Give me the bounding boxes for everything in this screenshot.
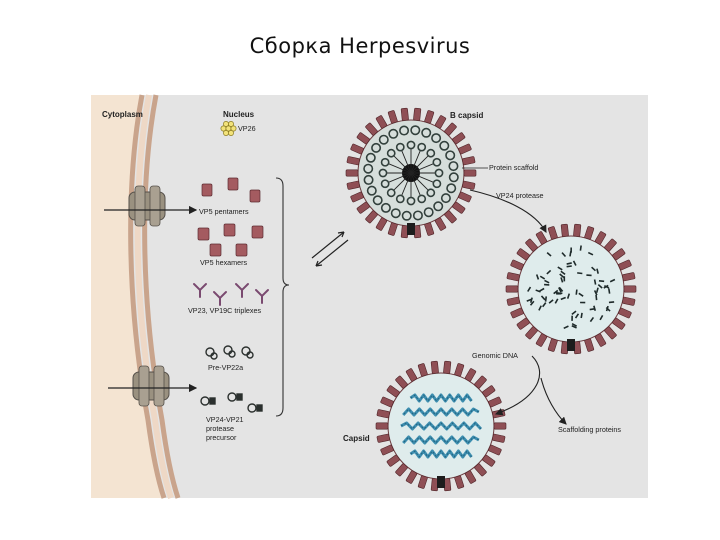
triplexes-label: VP23, VP19C triplexes [188,306,262,315]
capsomer [494,423,506,429]
vp26-icon [221,121,236,135]
capsid-label: Capsid [343,434,370,443]
capsomer [431,361,439,374]
vp5-hexamers-label: VP5 hexamers [200,258,248,267]
portal-vertex [407,223,415,235]
vp26-label: VP26 [238,124,256,133]
capsomer [506,286,518,292]
pre-vp22a-label: Pre-VP22a [208,363,243,372]
capsomer [561,224,569,237]
precursor-label-line1: VP24-VP21 [206,415,244,424]
capsomer [443,361,451,374]
portal-vertex [567,339,575,351]
precursor-label-line2: protease [206,424,234,433]
capsomer [464,170,476,176]
capsomer [413,108,421,121]
capsomer [573,224,581,237]
protein-scaffold-label: Protein scaffold [489,163,538,172]
nucleus-label: Nucleus [223,110,255,119]
vp5-pentamers-label: VP5 pentamers [199,207,249,216]
cytoplasm-label: Cytoplasm [102,110,143,119]
vp24-protease-label: VP24 protease [496,191,544,200]
precursor-label-line3: precursor [206,433,237,442]
intermediate-capsid-shell [506,224,636,354]
portal-vertex [437,476,445,488]
mature-capsid-shell [376,361,506,491]
capsomer [401,108,409,121]
b-capsid-label: B capsid [450,111,483,120]
nuclear-pore-upper [129,186,165,226]
genomic-dna-label: Genomic DNA [472,351,518,360]
capsomer [376,423,388,429]
scaffolding-proteins-label: Scaffolding proteins [558,425,621,434]
capsomer [624,286,636,292]
nuclear-pore-lower [133,366,169,406]
capsomer [346,170,358,176]
